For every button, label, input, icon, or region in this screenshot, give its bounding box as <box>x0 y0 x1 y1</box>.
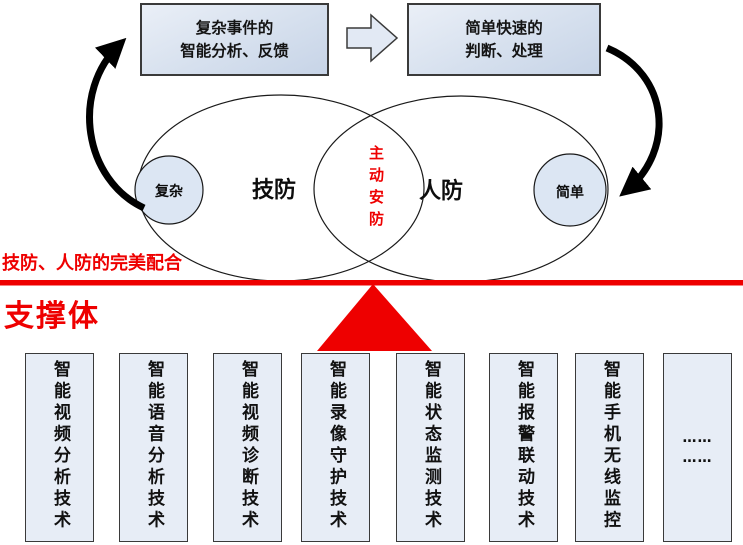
tech-box-label: 智能视频诊断技术 <box>238 360 258 532</box>
ellipsis-line: …… <box>682 429 713 446</box>
complex-bubble <box>134 155 204 225</box>
tech-box-status-monitoring: 智能状态监测技术 <box>396 353 465 542</box>
curved-arrow-down-right-icon <box>605 44 663 197</box>
simple-bubble-label: 简单 <box>556 185 584 201</box>
complex-analysis-box: 复杂事件的 智能分析、反馈 <box>140 3 329 76</box>
tech-box-recording-guard: 智能录像守护技术 <box>301 353 370 542</box>
human-defense-label: 人防 <box>418 179 463 204</box>
more-technologies-box: …… …… <box>663 353 732 542</box>
tech-box-mobile-monitoring: 智能手机无线监控 <box>575 353 644 542</box>
curved-arrow-up-left-icon <box>86 37 146 212</box>
tech-box-video-analysis: 智能视频分析技术 <box>25 353 94 542</box>
tech-box-label: 智能录像守护技术 <box>326 360 346 532</box>
tech-box-label: 智能状态监测技术 <box>421 360 441 532</box>
tech-defense-label: 技防 <box>251 178 296 203</box>
tech-box-video-diagnosis: 智能视频诊断技术 <box>213 353 282 542</box>
right-block-arrow-icon <box>346 13 399 63</box>
simple-bubble <box>533 153 607 227</box>
tech-box-voice-analysis: 智能语音分析技术 <box>119 353 188 542</box>
ellipsis-line: …… <box>682 449 713 466</box>
complex-bubble-label: 复杂 <box>155 184 183 200</box>
tech-box-label: 智能视频分析技术 <box>50 360 70 532</box>
support-body-title: 支撑体 <box>4 299 100 334</box>
tech-box-alarm-linkage: 智能报警联动技术 <box>489 353 558 542</box>
tech-box-label: 智能报警联动技术 <box>514 360 534 532</box>
tech-box-label: 智能语音分析技术 <box>144 360 164 532</box>
support-triangle-icon <box>317 284 432 351</box>
quick-judgment-box: 简单快速的 判断、处理 <box>407 3 601 76</box>
active-security-label: 主动安防 <box>367 145 385 233</box>
support-line <box>0 280 743 286</box>
tech-box-label: 智能手机无线监控 <box>600 360 620 532</box>
perfect-cooperation-caption: 技防、人防的完美配合 <box>2 253 182 274</box>
